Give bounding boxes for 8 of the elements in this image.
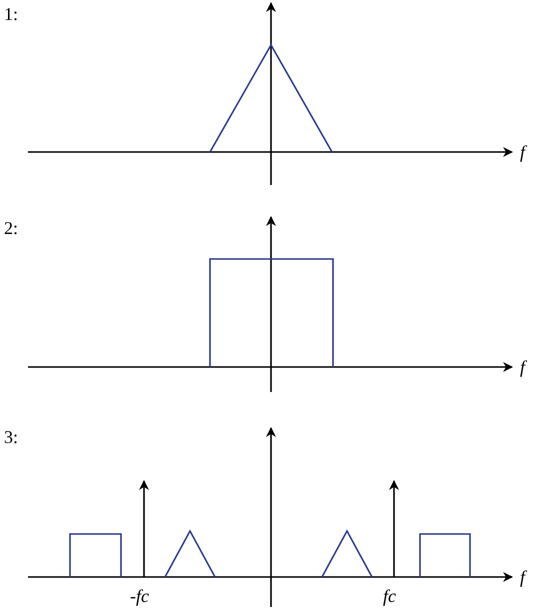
panel-number: 1: [4,4,18,24]
axis-label: f [520,142,526,162]
panel-number: 2: [4,218,18,238]
tick-label: -fc [130,586,149,606]
panel-number: 3: [4,427,18,447]
axis-label: f [520,567,526,587]
axis-label: f [520,357,526,377]
tick-label: fc [383,586,396,606]
